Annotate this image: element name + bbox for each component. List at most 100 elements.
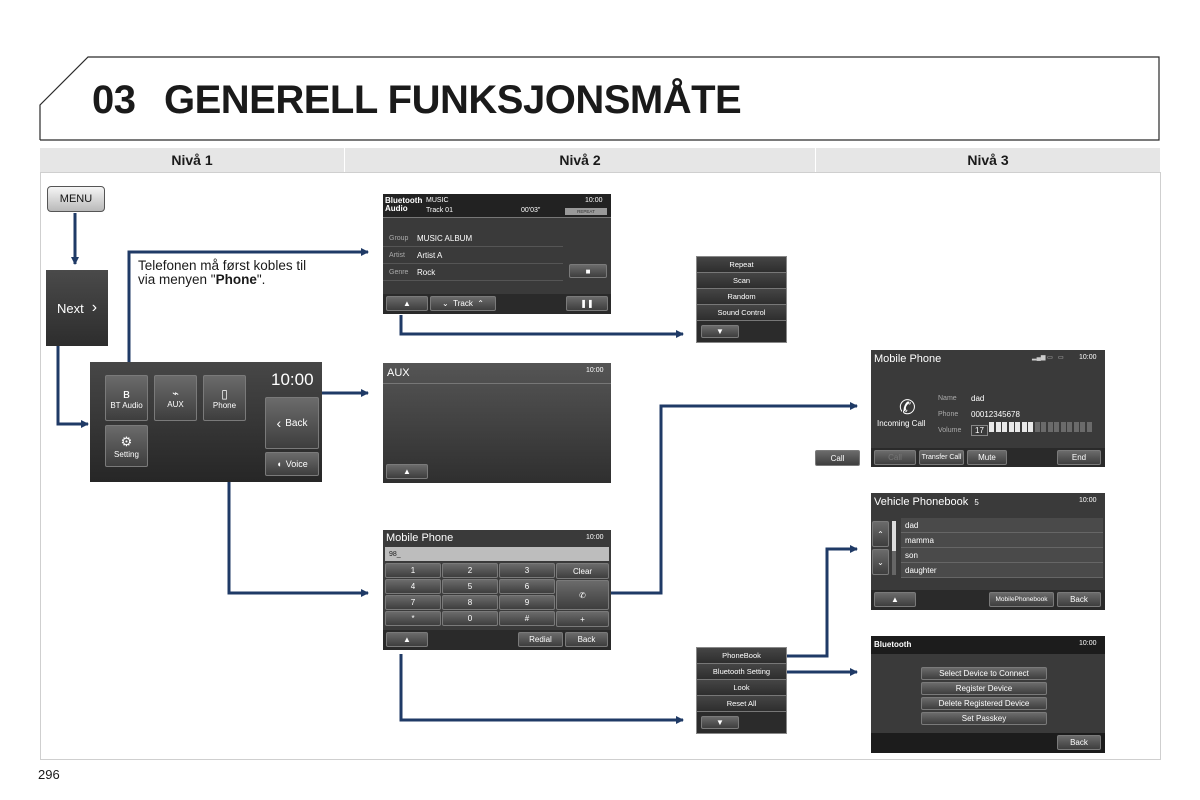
- menu-item-bluetooth-setting[interactable]: Bluetooth Setting: [697, 664, 786, 680]
- key-button[interactable]: 4: [385, 579, 441, 594]
- next-button[interactable]: Next ›: [46, 270, 108, 346]
- volume-segment: [1008, 422, 1014, 432]
- menu-item-phonebook[interactable]: PhoneBook: [697, 648, 786, 664]
- delete-device-button[interactable]: Delete Registered Device: [921, 697, 1047, 710]
- menu-item-random[interactable]: Random: [697, 289, 786, 305]
- contact-item[interactable]: dad: [901, 518, 1103, 533]
- register-device-button[interactable]: Register Device: [921, 682, 1047, 695]
- repeat-badge: REPEAT: [565, 208, 607, 215]
- track-button[interactable]: ⌄ Track ⌃: [430, 296, 496, 311]
- end-call-button[interactable]: End: [1057, 450, 1101, 465]
- select-device-button[interactable]: Select Device to Connect: [921, 667, 1047, 680]
- transfer-call-button[interactable]: Transfer Call: [919, 450, 964, 465]
- clear-button[interactable]: Clear: [556, 563, 609, 579]
- battery-icon: ▭: [1058, 355, 1064, 361]
- note-phone-menu: Phone: [215, 272, 257, 287]
- expand-up-button[interactable]: ▲: [386, 632, 428, 647]
- scroll-down-button[interactable]: ⌄: [872, 549, 889, 575]
- volume-segment: [1041, 422, 1046, 432]
- clock: 10:00: [586, 367, 604, 374]
- scrollbar[interactable]: [892, 521, 896, 575]
- key-button[interactable]: 8: [442, 595, 498, 610]
- volume-segment: [1028, 422, 1033, 432]
- bluetooth-logo: Bluetooth: [874, 640, 912, 649]
- chevron-up-icon: ⌃: [477, 299, 484, 308]
- collapse-button[interactable]: ▼: [701, 716, 739, 729]
- chevron-up-icon: ⌃: [877, 529, 884, 539]
- tile-bt-audio[interactable]: ʙ BT Audio: [105, 375, 148, 421]
- number-input[interactable]: 98_: [385, 547, 609, 561]
- call-button[interactable]: Call: [815, 450, 860, 466]
- phonebook-screen: Vehicle Phonebook 5 10:00 ⌃ ⌄ dad mamma …: [871, 493, 1105, 610]
- key-button[interactable]: 3: [499, 563, 555, 578]
- scroll-up-button[interactable]: ⌃: [872, 521, 889, 547]
- set-passkey-button[interactable]: Set Passkey: [921, 712, 1047, 725]
- dialpad-title: Mobile Phone: [386, 532, 454, 544]
- key-button[interactable]: *: [385, 611, 441, 626]
- phone-icon: ▯: [221, 386, 228, 401]
- caller-phone: 00012345678: [971, 409, 1020, 419]
- key-button[interactable]: 7: [385, 595, 441, 610]
- field-value: MUSIC ALBUM: [417, 233, 473, 243]
- key-button[interactable]: 2: [442, 563, 498, 578]
- volume-bar[interactable]: [989, 422, 1093, 432]
- back-button[interactable]: Back: [565, 632, 608, 647]
- bluetooth-options: Select Device to Connect Register Device…: [921, 667, 1047, 725]
- tile-setting[interactable]: ⚙ Setting: [105, 425, 148, 467]
- menu-item-repeat[interactable]: Repeat: [697, 257, 786, 273]
- bluetooth-icon: ʙ: [123, 386, 130, 401]
- tile-phone[interactable]: ▯ Phone: [203, 375, 246, 421]
- tile-aux[interactable]: ⌁ AUX: [154, 375, 197, 421]
- note-line-1: Telefonen må først kobles til: [138, 258, 307, 273]
- key-button[interactable]: #: [499, 611, 555, 626]
- track-name: Track 01: [426, 207, 453, 214]
- incoming-call-screen: Mobile Phone ▂▄▆ ▭ ▭ 10:00 ✆ Incoming Ca…: [871, 350, 1105, 467]
- incoming-call-icon: ✆: [899, 397, 916, 419]
- triangle-up-icon: ▲: [403, 467, 411, 476]
- call-status: Incoming Call: [877, 419, 926, 428]
- key-button[interactable]: 9: [499, 595, 555, 610]
- next-label: Next: [56, 300, 84, 316]
- menu-item-sound-control[interactable]: Sound Control: [697, 305, 786, 321]
- chapter-number: 03: [92, 78, 136, 122]
- back-button[interactable]: ‹ Back: [265, 397, 319, 449]
- home-screen: 10:00 ʙ BT Audio ⌁ AUX ▯ Phone ⚙ Setting…: [90, 362, 322, 482]
- expand-up-button[interactable]: ▲: [386, 464, 428, 479]
- mute-button[interactable]: Mute: [967, 450, 1007, 465]
- mobile-phonebook-button[interactable]: MobilePhonebook: [989, 592, 1054, 607]
- key-button[interactable]: 1: [385, 563, 441, 578]
- call-button[interactable]: ✆: [556, 580, 609, 610]
- tile-label: BT Audio: [110, 401, 143, 410]
- menu-button[interactable]: MENU: [47, 186, 105, 212]
- triangle-up-icon: ▲: [403, 635, 411, 644]
- expand-up-button[interactable]: ▲: [386, 296, 428, 311]
- plus-button[interactable]: +: [556, 611, 609, 627]
- stop-button[interactable]: ■: [569, 264, 607, 278]
- contact-item[interactable]: mamma: [901, 533, 1103, 548]
- signal-icon: ▂▄▆ ▭: [1032, 355, 1053, 361]
- key-button[interactable]: 0: [442, 611, 498, 626]
- menu-item-lock[interactable]: Look: [697, 680, 786, 696]
- contact-item[interactable]: daughter: [901, 563, 1103, 578]
- back-button[interactable]: Back: [1057, 592, 1101, 607]
- menu-item-reset-all[interactable]: Reset All: [697, 696, 786, 712]
- back-button[interactable]: Back: [1057, 735, 1101, 750]
- call-softkey[interactable]: Call: [874, 450, 916, 465]
- contact-item[interactable]: son: [901, 548, 1103, 563]
- key-button[interactable]: 6: [499, 579, 555, 594]
- voice-button[interactable]: ◖ Voice: [265, 452, 319, 476]
- expand-up-button[interactable]: ▲: [874, 592, 916, 607]
- chevron-right-icon: ›: [91, 299, 98, 316]
- menu-item-scan[interactable]: Scan: [697, 273, 786, 289]
- volume-segment: [1067, 422, 1072, 432]
- key-button[interactable]: 5: [442, 579, 498, 594]
- tile-label: Setting: [114, 449, 139, 459]
- title-frame: [39, 56, 1160, 141]
- logo-line: Audio: [385, 204, 408, 213]
- pause-button[interactable]: ❚❚: [566, 296, 608, 311]
- phone-label: Phone: [938, 410, 959, 418]
- collapse-button[interactable]: ▼: [701, 325, 739, 338]
- redial-button[interactable]: Redial: [518, 632, 563, 647]
